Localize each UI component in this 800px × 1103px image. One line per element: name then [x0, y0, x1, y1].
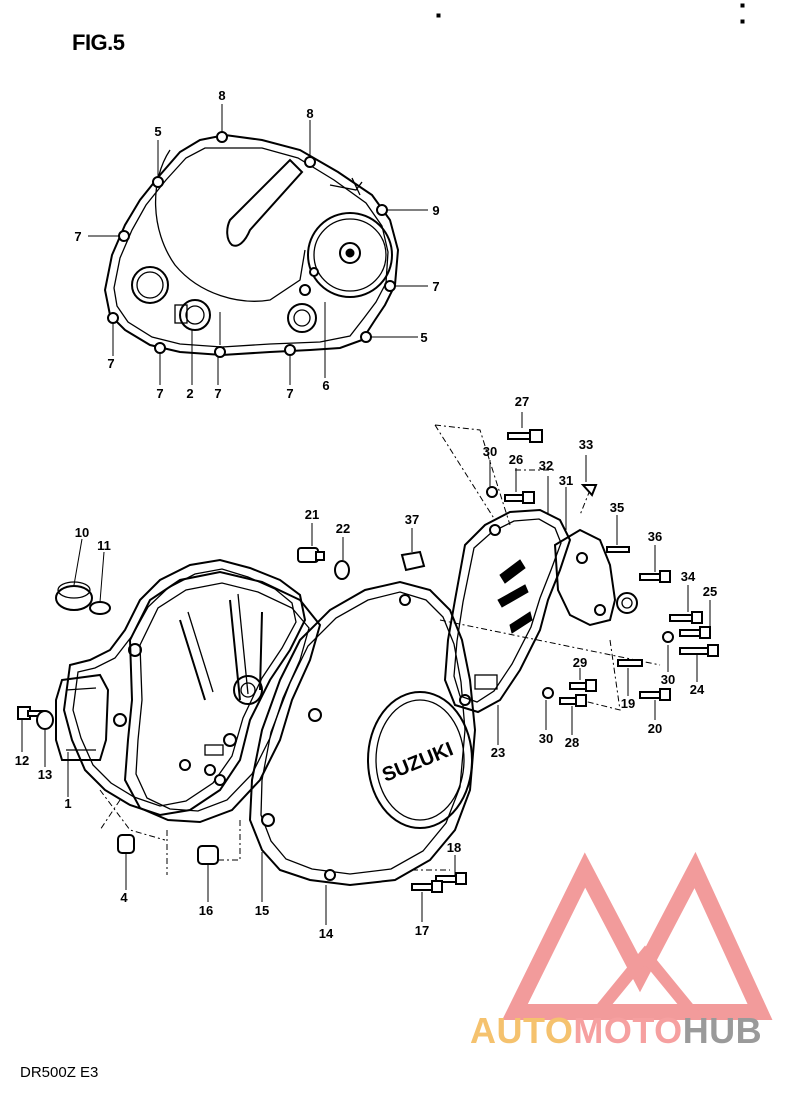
callout-1: 1 [64, 796, 71, 811]
callout-30b: 30 [661, 672, 675, 687]
callout-14: 14 [319, 926, 334, 941]
callout-33: 33 [579, 437, 593, 452]
callout-7d: 7 [156, 386, 163, 401]
callout-10: 10 [75, 525, 89, 540]
scan-specks [436, 3, 745, 24]
model-code: DR500Z E3 [20, 1064, 99, 1081]
callout-7a: 7 [74, 229, 81, 244]
callout-labels: 8 8 5 9 7 7 5 7 7 2 7 7 6 27 33 30 26 32… [15, 88, 717, 941]
callout-24: 24 [690, 682, 705, 697]
callout-37: 37 [405, 512, 419, 527]
watermark-logo [502, 851, 773, 1020]
cover-bolts [107, 131, 396, 358]
callout-28: 28 [565, 735, 579, 750]
figure-title: FIG.5 [72, 30, 125, 55]
callout-9: 9 [432, 203, 439, 218]
callout-27: 27 [515, 394, 529, 409]
callout-5a: 5 [154, 124, 161, 139]
callout-30c: 30 [539, 731, 553, 746]
callout-7f: 7 [286, 386, 293, 401]
callout-36: 36 [648, 529, 662, 544]
shift-bracket [553, 528, 638, 627]
callout-4: 4 [120, 890, 128, 905]
callout-13: 13 [38, 767, 52, 782]
callout-7b: 7 [432, 279, 439, 294]
fasteners [17, 429, 719, 893]
callout-2: 2 [186, 386, 193, 401]
callout-26: 26 [509, 452, 523, 467]
callout-35: 35 [610, 500, 624, 515]
crankcase-left [55, 558, 307, 817]
watermark-hub: HUB [682, 1010, 763, 1051]
lower-leaders [21, 412, 711, 925]
callout-29: 29 [573, 655, 587, 670]
top-leaders [88, 104, 428, 385]
callout-8a: 8 [218, 88, 225, 103]
callout-22: 22 [336, 521, 350, 536]
callout-16: 16 [199, 903, 213, 918]
sprocket-cover [443, 508, 572, 714]
magneto-cover: SUZUKI [248, 580, 477, 887]
callout-23: 23 [491, 745, 505, 760]
callout-11: 11 [97, 538, 111, 553]
clutch-cover [103, 131, 400, 358]
callout-32: 32 [539, 458, 553, 473]
callout-6: 6 [322, 378, 329, 393]
callout-19: 19 [621, 696, 635, 711]
callout-5b: 5 [420, 330, 427, 345]
alignment-lines [99, 424, 661, 875]
callout-21: 21 [305, 507, 319, 522]
callout-8b: 8 [306, 106, 313, 121]
cover-logo: SUZUKI [379, 738, 456, 786]
watermark-moto: MOTO [573, 1010, 683, 1051]
callout-12: 12 [15, 753, 29, 768]
watermark-text: AUTOMOTOHUB [470, 1010, 762, 1052]
callout-7e: 7 [214, 386, 221, 401]
callout-31: 31 [559, 473, 573, 488]
callout-18: 18 [447, 840, 461, 855]
watermark-auto: AUTO [470, 1010, 574, 1051]
gasket [123, 570, 322, 824]
callout-20: 20 [648, 721, 662, 736]
callout-34: 34 [681, 569, 696, 584]
callout-7c: 7 [107, 356, 114, 371]
callout-17: 17 [415, 923, 429, 938]
callout-15: 15 [255, 903, 269, 918]
callout-25: 25 [703, 584, 717, 599]
callout-30a: 30 [483, 444, 497, 459]
